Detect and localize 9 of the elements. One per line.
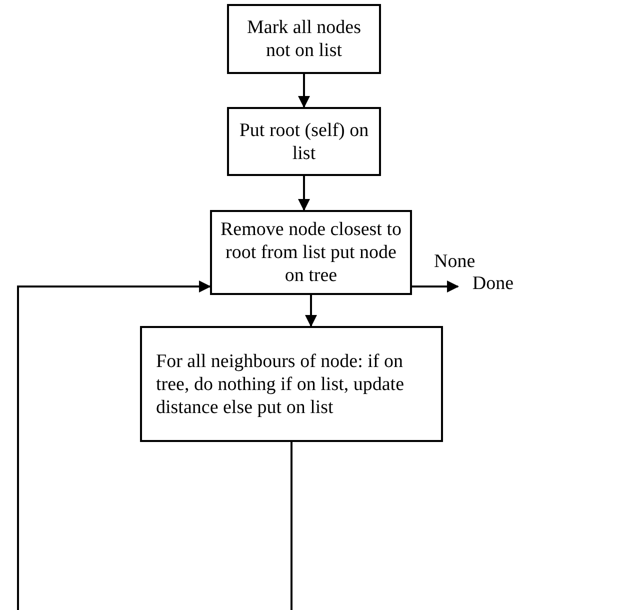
arrow bbox=[298, 74, 310, 108]
process-box: For all neighbours of node: if on tree, do nothing if on list, update distance else put on list bbox=[140, 326, 443, 442]
process-box: Mark all nodes not on list bbox=[227, 4, 381, 74]
arrow bbox=[412, 280, 459, 292]
process-box: Put root (self) on list bbox=[227, 107, 381, 176]
process-box: Remove node closest to root from list put node on tree bbox=[210, 210, 412, 295]
arrow bbox=[17, 280, 292, 610]
arrow bbox=[305, 295, 317, 327]
arrow bbox=[298, 176, 310, 211]
